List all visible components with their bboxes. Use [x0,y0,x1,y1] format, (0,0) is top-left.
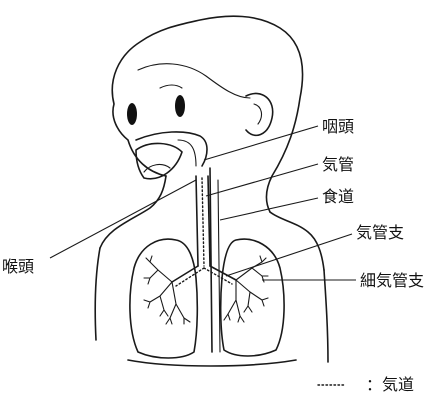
larynx-leader [50,180,196,258]
neck-front [100,176,166,248]
legend-label: ：気道 [366,375,414,394]
tongue [144,165,170,172]
left-eye [127,103,137,125]
ear-inner [254,104,261,124]
right-bronchiole-tree [224,256,268,322]
left-lung [130,239,197,358]
right-arm [324,270,328,362]
trachea-label: 気管 [322,155,354,174]
bronchi-leader [226,234,352,276]
hair-line [138,64,250,98]
eyebrow [160,85,182,88]
diaphragm [128,360,296,366]
right-lung-outline [221,239,284,356]
larynx-label: 喉頭 [2,257,34,276]
airway [172,168,236,352]
bronchioles-label: 細気管支 [360,271,424,290]
legend: ：気道 [318,375,414,394]
esophagus-label: 食道 [322,187,354,206]
esophagus-leader [220,198,318,220]
left-bronchiole-tree [144,256,190,324]
esophagus-wall [218,180,220,352]
bronchi-label: 気管支 [356,223,404,242]
right-eye [175,95,185,117]
trachea-leader [206,164,318,196]
right-lung [221,239,284,356]
trachea-left-wall [196,176,198,266]
left-arm [95,248,100,340]
ear [246,93,273,135]
labels: 咽頭 気管 食道 気管支 細気管支 喉頭 [2,117,424,290]
trachea-rings [202,178,204,266]
pharynx-wall [178,140,196,166]
left-lung-outline [130,239,197,358]
pharynx-label: 咽頭 [322,117,354,136]
pharynx-leader [204,126,318,160]
